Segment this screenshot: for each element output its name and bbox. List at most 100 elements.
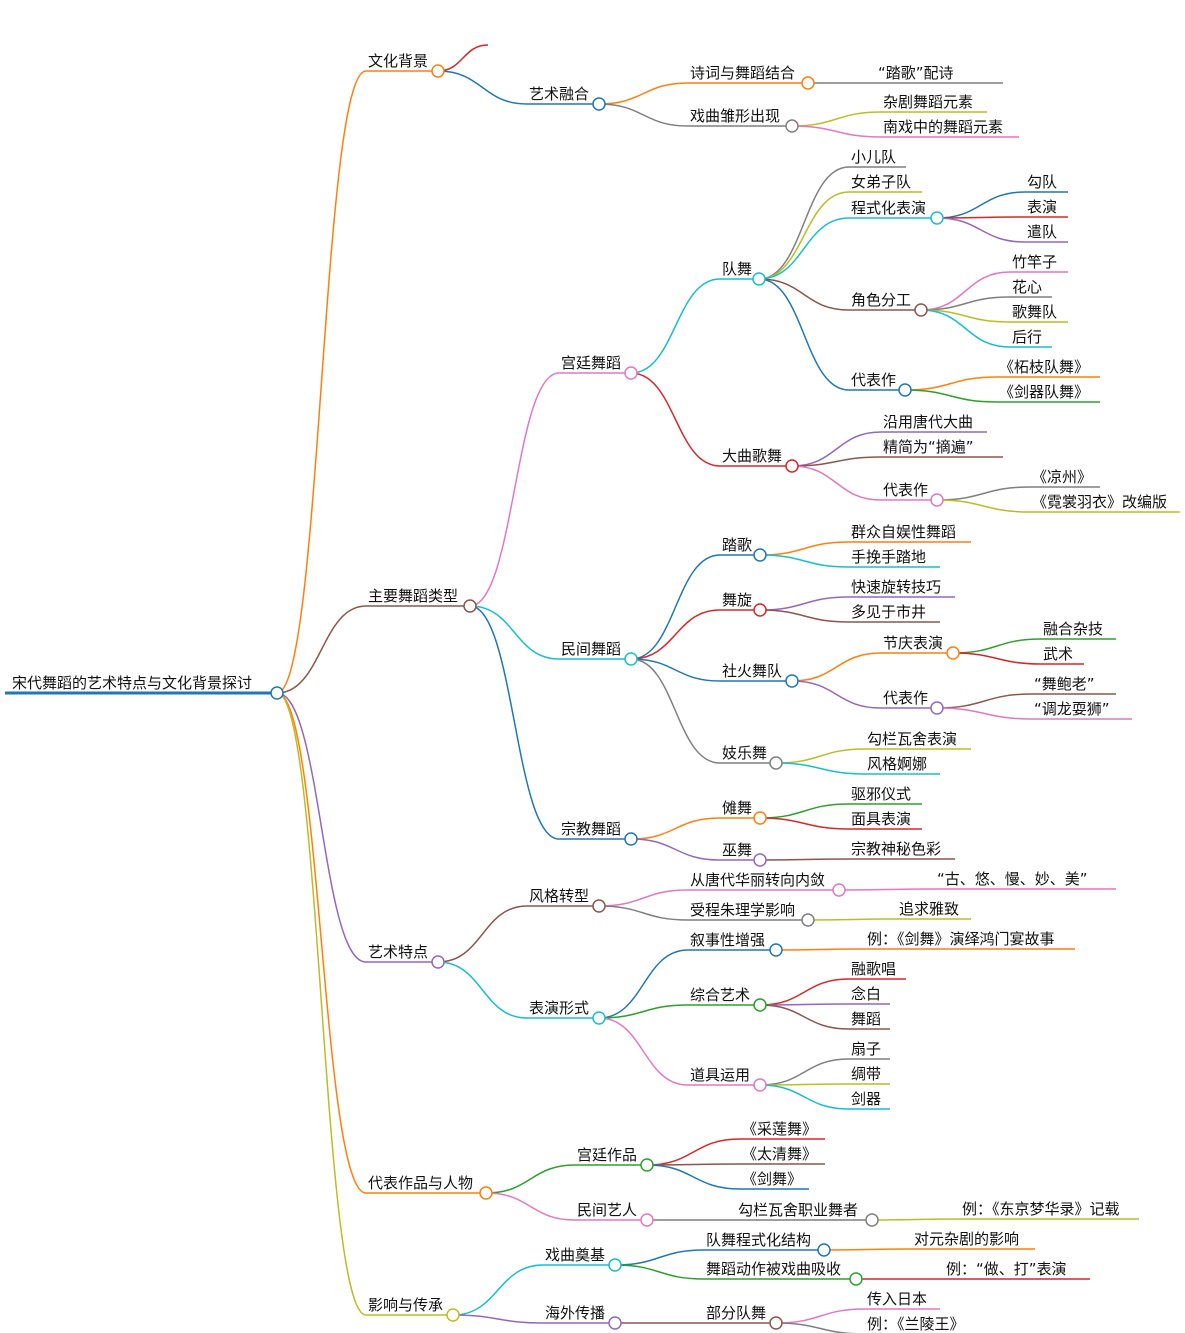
edge-r-1-1-2-0-1 — [952, 652, 1042, 665]
node-label: 社火舞队 — [722, 662, 782, 680]
edge-r-1-2-0-0 — [759, 803, 850, 819]
node-collapse-toggle[interactable] — [898, 383, 912, 397]
node-collapse-toggle[interactable] — [753, 811, 767, 825]
node-label: 舞蹈 — [851, 1010, 881, 1028]
edge-r-1-1-2-1 — [791, 680, 882, 709]
node-collapse-toggle[interactable] — [592, 899, 606, 913]
node-label: 代表作 — [851, 371, 896, 389]
node-collapse-toggle[interactable] — [753, 998, 767, 1012]
node-label: 《剑舞》 — [742, 1170, 802, 1188]
node-label: 踏歌 — [722, 536, 752, 554]
node-label: 绸带 — [851, 1065, 881, 1083]
node-label: 《霓裳羽衣》改编版 — [1032, 493, 1167, 511]
edge-r-1-0-1-1 — [791, 456, 882, 467]
edge-r-2-1-1-2 — [759, 1004, 850, 1030]
node-collapse-toggle[interactable] — [640, 1213, 654, 1227]
node-label: 小儿队 — [851, 148, 896, 166]
edge-r-1-0-0-4 — [758, 278, 850, 391]
node-collapse-toggle[interactable] — [946, 646, 960, 660]
node-label: 巫舞 — [722, 841, 752, 859]
node-label: 舞蹈动作被戏曲吸收 — [706, 1260, 841, 1278]
edge-r-1-0-0-3-0 — [920, 271, 1011, 311]
node-collapse-toggle[interactable] — [753, 853, 767, 867]
node-collapse-toggle[interactable] — [752, 272, 766, 286]
node-collapse-toggle[interactable] — [801, 913, 815, 927]
node-collapse-toggle[interactable] — [431, 955, 445, 969]
node-collapse-toggle[interactable] — [832, 883, 846, 897]
node-collapse-toggle[interactable] — [769, 943, 783, 957]
node-label: 表演形式 — [529, 999, 589, 1017]
node-collapse-toggle[interactable] — [753, 1078, 767, 1092]
edge-r-1-1-0 — [630, 554, 721, 660]
node-collapse-toggle[interactable] — [270, 686, 284, 700]
edge-r-1-1-0-1 — [759, 554, 850, 568]
node-collapse-toggle[interactable] — [914, 303, 928, 317]
node-label: “调龙耍狮” — [1034, 700, 1110, 718]
node-label: 宫廷舞蹈 — [561, 354, 621, 372]
node-label: 例：《东京梦华录》记载 — [962, 1200, 1120, 1218]
node-label: 手挽手踏地 — [851, 548, 926, 566]
edge-r-1-2-1-0 — [759, 858, 850, 861]
edge-r-4-0 — [452, 1264, 544, 1316]
node-label: 戏曲雏形出现 — [690, 107, 780, 125]
node-label: 叙事性增强 — [690, 931, 765, 949]
node-label: 表演 — [1027, 198, 1057, 216]
edge-r-1-0-0-2-0 — [936, 191, 1026, 219]
node-collapse-toggle[interactable] — [431, 64, 445, 78]
node-collapse-toggle[interactable] — [785, 459, 799, 473]
node-label: 快速旋转技巧 — [851, 578, 941, 596]
node-collapse-toggle[interactable] — [930, 493, 944, 507]
node-label: 传入日本 — [867, 1290, 927, 1308]
node-collapse-toggle[interactable] — [753, 603, 767, 617]
edge-r-3-1-0-0 — [871, 1218, 961, 1221]
node-collapse-toggle[interactable] — [785, 119, 799, 133]
node-label: 程式化表演 — [851, 199, 926, 217]
node-collapse-toggle[interactable] — [865, 1213, 879, 1227]
node-collapse-toggle[interactable] — [624, 832, 638, 846]
edge-r-1-0-1-2 — [791, 465, 882, 501]
edge-r-0-1-0 — [598, 82, 689, 105]
node-collapse-toggle[interactable] — [463, 599, 477, 613]
node-label: 戏曲奠基 — [545, 1246, 605, 1264]
node-collapse-toggle[interactable] — [785, 674, 799, 688]
node-label: 民间艺人 — [577, 1201, 637, 1219]
node-collapse-toggle[interactable] — [624, 366, 638, 380]
node-label: 风格转型 — [529, 887, 589, 905]
node-collapse-toggle[interactable] — [446, 1308, 460, 1322]
node-collapse-toggle[interactable] — [608, 1258, 622, 1272]
node-collapse-toggle[interactable] — [608, 1316, 622, 1330]
node-collapse-toggle[interactable] — [801, 76, 815, 90]
node-label: 傩舞 — [722, 799, 752, 817]
edge-r-1-2-1 — [630, 838, 721, 861]
node-collapse-toggle[interactable] — [753, 548, 767, 562]
edge-r-1-0-0-2-2 — [936, 217, 1026, 243]
node-label: 勾栏瓦舍职业舞者 — [738, 1201, 858, 1219]
node-label: 后行 — [1012, 328, 1042, 346]
node-collapse-toggle[interactable] — [849, 1272, 863, 1286]
node-collapse-toggle[interactable] — [640, 1158, 654, 1172]
node-collapse-toggle[interactable] — [769, 756, 783, 770]
node-collapse-toggle[interactable] — [479, 1186, 493, 1200]
node-label: 《凉州》 — [1032, 468, 1092, 486]
node-collapse-toggle[interactable] — [817, 1243, 831, 1257]
node-collapse-toggle[interactable] — [592, 1011, 606, 1025]
node-label: 扇子 — [851, 1040, 881, 1058]
edge-r-1-0-1-2-0 — [936, 486, 1031, 501]
node-label: 艺术特点 — [368, 943, 428, 961]
node-label: 宫廷作品 — [577, 1146, 637, 1164]
node-label: 追求雅致 — [899, 900, 959, 918]
node-collapse-toggle[interactable] — [930, 701, 944, 715]
node-collapse-toggle[interactable] — [592, 97, 606, 111]
node-label: 《柘枝队舞》 — [999, 358, 1089, 376]
edge-r-1-0-0-1 — [758, 191, 850, 280]
edge-r-2-0-1 — [598, 905, 689, 921]
node-label: 遣队 — [1027, 223, 1057, 241]
node-label: 《剑器队舞》 — [999, 383, 1089, 401]
edge-r-3 — [276, 692, 367, 1194]
node-collapse-toggle[interactable] — [624, 652, 638, 666]
node-collapse-toggle[interactable] — [930, 211, 944, 225]
edge-r-1-2-0 — [630, 817, 721, 840]
edge-r-1-1-3-0 — [775, 748, 866, 764]
node-label: 勾队 — [1027, 173, 1057, 191]
node-collapse-toggle[interactable] — [769, 1316, 783, 1330]
